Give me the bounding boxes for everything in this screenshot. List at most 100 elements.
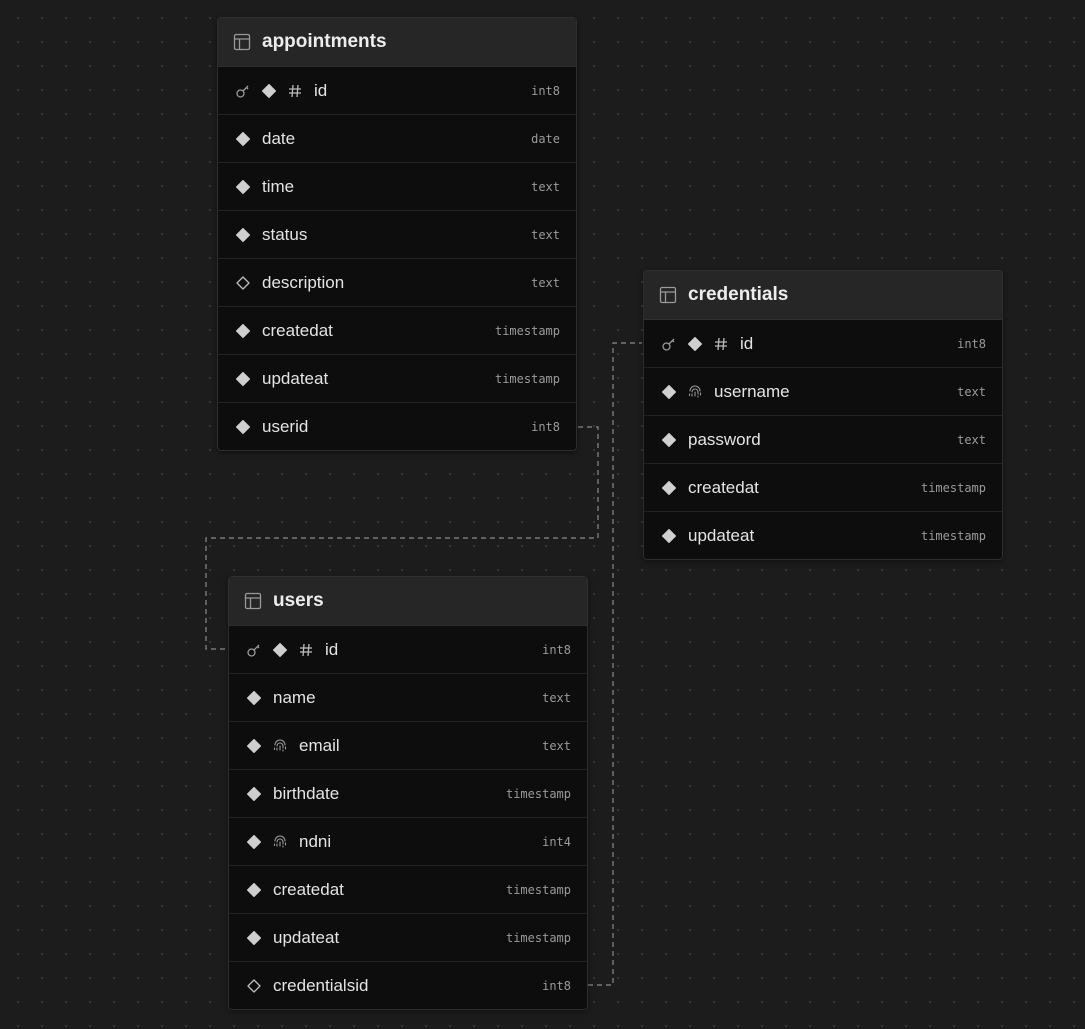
column-type: text bbox=[542, 690, 571, 705]
column-type: date bbox=[531, 131, 560, 146]
table-header[interactable]: users bbox=[229, 577, 587, 626]
nonnull-icon bbox=[660, 383, 678, 401]
column-icons bbox=[234, 274, 260, 292]
key-icon bbox=[245, 641, 263, 659]
table-header[interactable]: credentials bbox=[644, 271, 1002, 320]
column-icons bbox=[245, 689, 271, 707]
column-icons bbox=[660, 527, 686, 545]
column-name: username bbox=[714, 381, 790, 401]
column-row-id[interactable]: id int8 bbox=[218, 67, 576, 114]
column-icons bbox=[234, 370, 260, 388]
nonnull-icon bbox=[234, 322, 252, 340]
column-type: int8 bbox=[957, 336, 986, 351]
column-name: name bbox=[273, 687, 316, 707]
column-icons bbox=[234, 418, 260, 436]
column-icons bbox=[234, 178, 260, 196]
column-icons bbox=[245, 881, 271, 899]
column-name: description bbox=[262, 272, 345, 292]
column-name: updateat bbox=[273, 927, 340, 947]
table-header[interactable]: appointments bbox=[218, 18, 576, 67]
nonnull-icon bbox=[245, 833, 263, 851]
nullable-icon bbox=[245, 977, 263, 995]
column-type: int8 bbox=[542, 642, 571, 657]
column-icons bbox=[234, 322, 260, 340]
unique-icon bbox=[271, 833, 289, 851]
column-icons bbox=[660, 431, 686, 449]
column-icons bbox=[234, 82, 312, 100]
column-type: text bbox=[531, 227, 560, 242]
nonnull-icon bbox=[245, 881, 263, 899]
column-name: id bbox=[314, 80, 328, 100]
hash-icon bbox=[286, 82, 304, 100]
column-type: timestamp bbox=[920, 528, 986, 543]
column-type: int8 bbox=[531, 83, 560, 98]
column-name: createdat bbox=[688, 477, 759, 497]
column-row-ndni[interactable]: ndni int4 bbox=[229, 817, 587, 865]
column-row-email[interactable]: email text bbox=[229, 721, 587, 769]
nonnull-icon bbox=[234, 130, 252, 148]
nonnull-icon bbox=[245, 929, 263, 947]
nonnull-icon bbox=[660, 431, 678, 449]
column-name: ndni bbox=[299, 831, 332, 851]
unique-icon bbox=[271, 737, 289, 755]
column-name: email bbox=[299, 735, 340, 755]
table-icon bbox=[658, 285, 678, 305]
column-type: int4 bbox=[542, 834, 571, 849]
nonnull-icon bbox=[234, 226, 252, 244]
nonnull-icon bbox=[245, 785, 263, 803]
column-icons bbox=[234, 130, 260, 148]
nonnull-icon bbox=[245, 689, 263, 707]
column-row-description[interactable]: description text bbox=[218, 258, 576, 306]
column-name: time bbox=[262, 176, 295, 196]
hash-icon bbox=[297, 641, 315, 659]
column-type: text bbox=[531, 275, 560, 290]
column-type: text bbox=[542, 738, 571, 753]
column-row-name[interactable]: name text bbox=[229, 673, 587, 721]
column-icons bbox=[660, 383, 712, 401]
column-icons bbox=[245, 785, 271, 803]
column-icons bbox=[234, 226, 260, 244]
key-icon bbox=[660, 335, 678, 353]
column-name: credentialsid bbox=[273, 975, 369, 995]
nonnull-icon bbox=[245, 737, 263, 755]
column-row-time[interactable]: time text bbox=[218, 162, 576, 210]
column-icons bbox=[245, 641, 323, 659]
column-icons bbox=[245, 833, 297, 851]
hash-icon bbox=[712, 335, 730, 353]
column-type: int8 bbox=[531, 419, 560, 434]
column-type: timestamp bbox=[505, 930, 571, 945]
column-icons bbox=[245, 737, 297, 755]
column-name: createdat bbox=[262, 320, 333, 340]
column-name: password bbox=[688, 429, 761, 449]
column-type: int8 bbox=[542, 978, 571, 993]
column-type: timestamp bbox=[505, 882, 571, 897]
table-name: users bbox=[273, 590, 324, 611]
relation-users-credentialsid-to-credentials-id bbox=[588, 342, 642, 986]
unique-icon bbox=[686, 383, 704, 401]
column-name: birthdate bbox=[273, 783, 340, 803]
column-icons bbox=[660, 479, 686, 497]
nonnull-icon bbox=[234, 370, 252, 388]
column-row-updateat[interactable]: updateat timestamp bbox=[229, 913, 587, 961]
column-row-credentialsid[interactable]: credentialsid int8 bbox=[229, 961, 587, 1009]
nullable-icon bbox=[234, 274, 252, 292]
column-type: text bbox=[531, 179, 560, 194]
nonnull-icon bbox=[686, 335, 704, 353]
